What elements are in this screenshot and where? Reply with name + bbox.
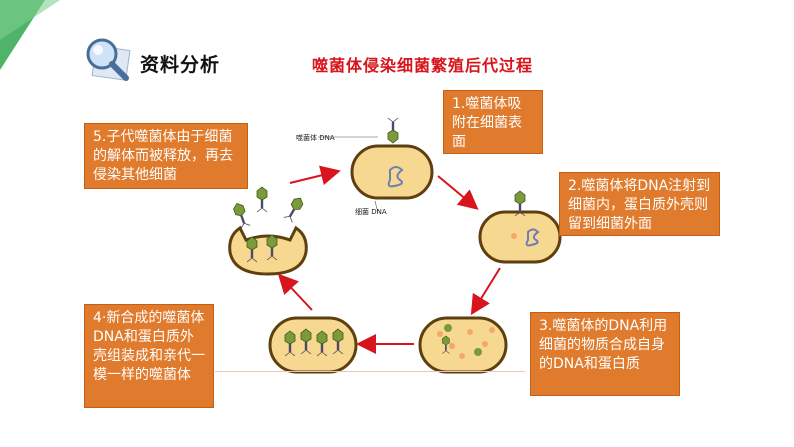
bacterium-stage-2 <box>478 190 562 264</box>
section-heading: 资料分析 <box>140 54 221 76</box>
step-1-box: 1.噬菌体吸附在细菌表面 <box>443 90 543 154</box>
arrow-5-to-1 <box>289 165 341 186</box>
arrow-4-to-5 <box>277 273 313 311</box>
bacterium-stage-5-lysis <box>228 186 308 276</box>
step-5-box: 5.子代噬菌体由于细菌的解体而被释放，再去侵染其他细菌 <box>84 123 248 189</box>
corner-decoration <box>0 0 60 70</box>
arrow-2-to-3 <box>470 267 501 316</box>
divider-line <box>215 371 525 372</box>
arrow-1-to-2 <box>437 175 479 210</box>
step-2-box: 2.噬菌体将DNA注射到细菌内，蛋白质外壳则留到细菌外面 <box>559 172 720 236</box>
phage-dna-label: 噬菌体 DNA <box>296 133 335 142</box>
bacterium-stage-1 <box>318 117 434 214</box>
bacteria-dna-label: 细菌 DNA <box>355 207 387 216</box>
step-4-box: 4·新合成的噬菌体DNA和蛋白质外壳组装成和亲代一模一样的噬菌体 <box>84 304 214 408</box>
magnifier-icon <box>86 38 131 81</box>
diagram-title: 噬菌体侵染细菌繁殖后代过程 <box>312 56 534 75</box>
step-3-box: 3.噬菌体的DNA利用细菌的物质合成自身的DNA和蛋白质 <box>530 312 680 396</box>
bacterium-stage-3 <box>418 316 508 374</box>
bacterium-stage-4 <box>268 316 358 374</box>
